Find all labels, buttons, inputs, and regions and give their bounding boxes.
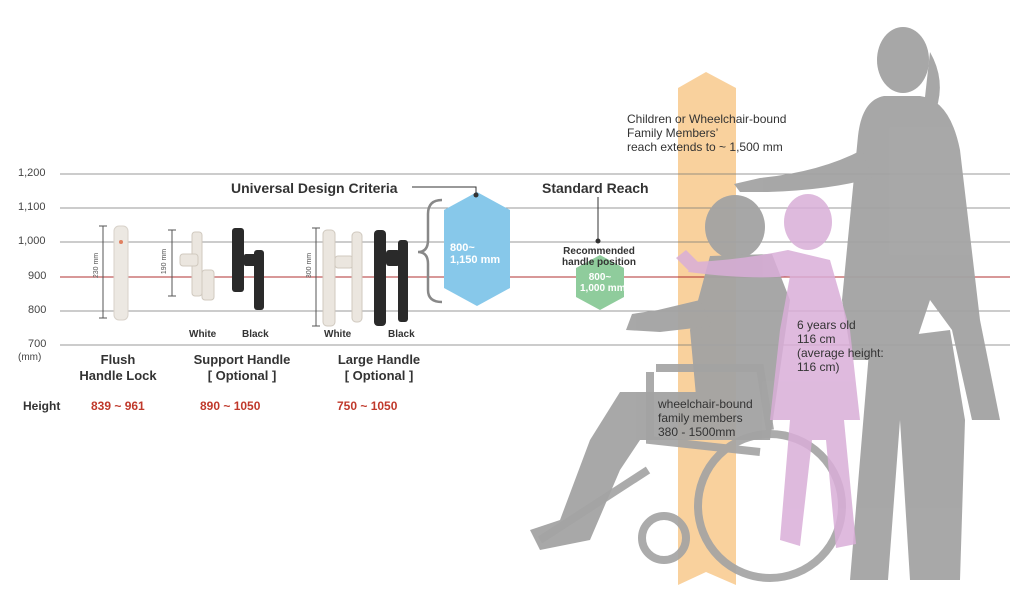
children-reach-note: Children or Wheelchair-bound Family Memb… [627, 112, 787, 154]
support-dim: 190 mm [161, 248, 169, 275]
child-height-note: 6 years old 116 cm (average height: 116 … [797, 318, 884, 374]
support-black-label: Black [242, 329, 269, 340]
tick-700: 700 [28, 338, 47, 350]
large-black-label: Black [388, 329, 415, 340]
recommended-label: Recommended handle position [562, 246, 636, 268]
tick-800: 800 [28, 304, 47, 316]
support-white-graphic [179, 231, 215, 301]
man-silhouette [530, 195, 790, 550]
support-caption: Support Handle [ Optional ] [193, 352, 291, 383]
flush-caption: Flush Handle Lock [79, 352, 157, 383]
tick-1000: 1,000 [18, 235, 46, 247]
large-range: 750 ~ 1050 [337, 399, 398, 413]
large-caption: Large Handle [ Optional ] [337, 352, 421, 383]
large-black-graphic [374, 230, 408, 326]
universal-callout-line [412, 186, 477, 193]
tick-900: 900 [28, 270, 47, 282]
recommended-hex [576, 255, 624, 310]
flush-range: 839 ~ 961 [91, 399, 145, 413]
child-silhouette [676, 194, 860, 548]
large-dim: 300 mm [306, 252, 314, 279]
tick-1200: 1,200 [18, 167, 46, 179]
standard-reach-title: Standard Reach [542, 180, 649, 196]
axis-unit: (mm) [18, 352, 42, 363]
wheelchair-note: wheelchair-bound family members 380 - 15… [658, 397, 753, 439]
support-white-label: White [189, 329, 217, 340]
tick-1100: 1,100 [18, 201, 46, 213]
support-black-graphic [232, 228, 264, 310]
large-white-label: White [324, 329, 352, 340]
universal-brace [417, 198, 443, 304]
support-range: 890 ~ 1050 [200, 399, 261, 413]
recommended-hex-label: 800~ 1,000 mm [580, 272, 626, 294]
universal-hex [444, 192, 510, 306]
flush-dim: 230 mm [93, 252, 101, 279]
universal-hex-label: 800~ 1,150 mm [450, 242, 501, 266]
flush-handle-graphic [99, 225, 129, 321]
woman-silhouette [734, 27, 1000, 580]
height-label: Height [23, 399, 61, 413]
large-white-graphic [322, 229, 363, 327]
universal-design-title: Universal Design Criteria [231, 180, 398, 196]
